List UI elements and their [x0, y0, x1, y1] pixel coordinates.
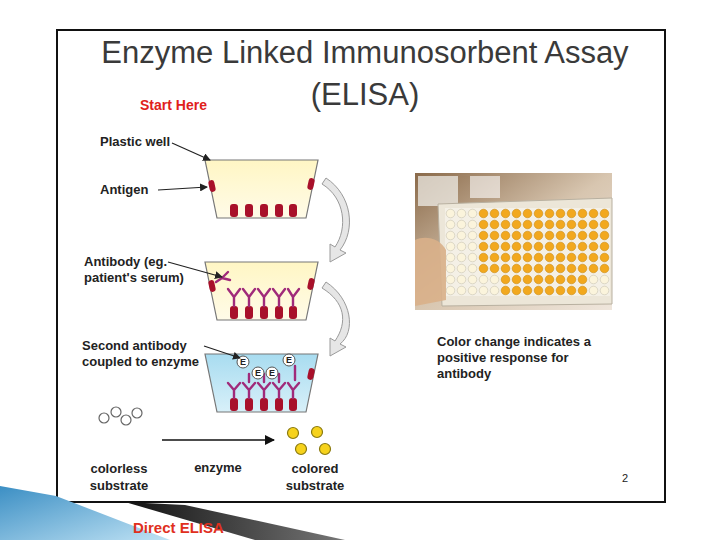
slide-footer: Direct ELISA — [133, 520, 293, 536]
part-label: Antibody (eg. patient's serum) — [84, 254, 206, 286]
page-number: 2 — [622, 470, 642, 486]
enzyme-mark: E — [237, 356, 249, 368]
enzyme-mark: E — [266, 367, 278, 379]
part-label: Second antibody coupled to enzyme — [82, 338, 212, 370]
substrate-node: colorless substrate — [76, 404, 162, 494]
enzyme-mark: E — [252, 367, 264, 379]
start-note: Start Here — [140, 97, 270, 113]
photo-caption: Color change indicates a positive respon… — [437, 334, 609, 382]
node-text: colored substrate — [274, 460, 356, 494]
reaction-arrow — [162, 439, 274, 441]
part-label: Plastic well — [100, 134, 220, 150]
substrate-node: colored substrate — [274, 425, 356, 494]
part-label: Antigen — [100, 182, 190, 198]
edge-label: enzyme — [173, 460, 263, 476]
enzyme-mark: E — [283, 354, 295, 366]
node-text: colorless substrate — [76, 460, 162, 494]
